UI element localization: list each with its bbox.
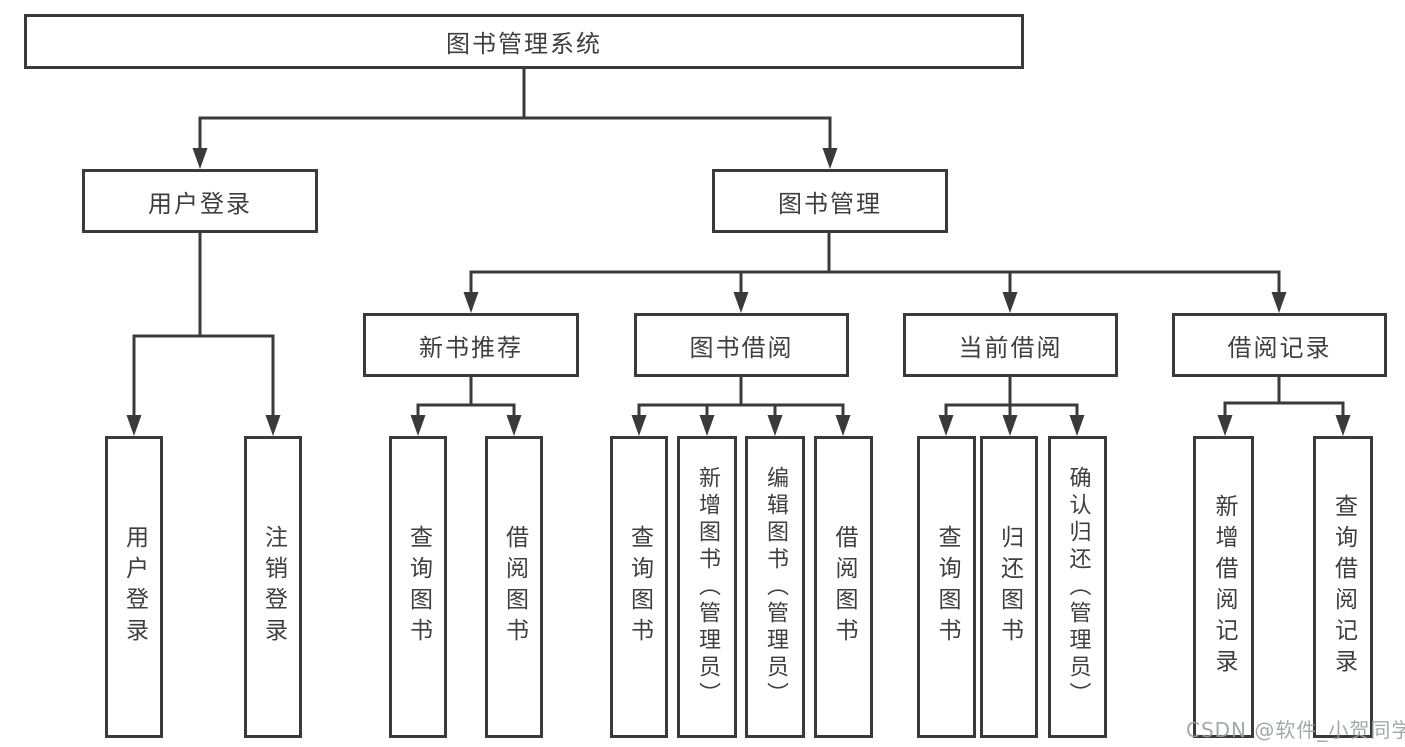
node-user-login-label: 用户登录	[148, 189, 252, 218]
arrow-down-icon	[699, 415, 715, 436]
node-current-borrowing: 当前借阅	[903, 313, 1118, 377]
node-root: 图书管理系统	[24, 14, 1024, 69]
leaf-query-books-3: 查询图书	[917, 436, 976, 738]
arrow-down-icon	[938, 415, 954, 436]
arrowheads	[126, 148, 1351, 436]
arrow-down-icon	[1271, 292, 1287, 313]
arrow-down-icon	[822, 148, 838, 169]
leaf-confirm-return-admin: 确认归还（管理员）	[1048, 436, 1107, 738]
arrow-down-icon	[1217, 415, 1233, 436]
leaf-add-book-admin-label: 新增图书（管理员）	[695, 465, 720, 709]
watermark: CSDN @软件_小贺同学	[1186, 718, 1405, 742]
leaf-query-books-3-label: 查询图书	[934, 525, 960, 649]
leaf-return-book: 归还图书	[980, 436, 1038, 738]
node-book-management: 图书管理	[712, 169, 948, 233]
arrow-down-icon	[463, 292, 479, 313]
node-current-borrowing-label: 当前借阅	[958, 333, 1063, 362]
arrow-down-icon	[265, 415, 281, 436]
leaf-borrow-books-1-label: 借阅图书	[501, 525, 528, 649]
node-borrowing-records: 借阅记录	[1172, 313, 1387, 377]
node-new-book-recommendation-label: 新书推荐	[419, 333, 523, 362]
arrow-down-icon	[126, 415, 142, 436]
arrow-down-icon	[1069, 415, 1085, 436]
arrow-down-icon	[631, 415, 647, 436]
leaf-query-borrow-record-label: 查询借阅记录	[1330, 494, 1357, 680]
connector-root-to-level2	[198, 69, 832, 152]
leaf-logout-label: 注销登录	[260, 525, 287, 649]
leaf-borrow-books-2-label: 借阅图书	[831, 525, 857, 649]
leaf-return-book-label: 归还图书	[996, 525, 1023, 649]
leaf-add-borrow-record: 新增借阅记录	[1193, 436, 1254, 738]
leaf-add-borrow-record-label: 新增借阅记录	[1211, 494, 1237, 680]
arrow-down-icon	[1002, 415, 1018, 436]
leaf-query-books-2: 查询图书	[610, 436, 668, 738]
node-new-book-recommendation: 新书推荐	[363, 313, 579, 377]
arrow-down-icon	[835, 415, 851, 436]
node-user-login: 用户登录	[82, 169, 318, 233]
node-root-label: 图书管理系统	[446, 30, 602, 58]
connector-user-login-branch	[132, 233, 275, 420]
leaf-user-login-label: 用户登录	[121, 525, 148, 649]
connector-borrow-records-branch	[1223, 377, 1345, 418]
node-borrowing-records-label: 借阅记录	[1227, 333, 1332, 362]
leaf-confirm-return-admin-label: 确认归还（管理员）	[1065, 465, 1091, 709]
leaf-edit-book-admin-label: 编辑图书（管理员）	[763, 465, 788, 709]
arrow-down-icon	[506, 415, 522, 436]
node-book-management-label: 图书管理	[778, 189, 882, 218]
leaf-query-books-1: 查询图书	[389, 436, 447, 738]
leaf-edit-book-admin: 编辑图书（管理员）	[745, 436, 805, 738]
arrow-down-icon	[410, 415, 426, 436]
leaf-query-books-2-label: 查询图书	[626, 525, 653, 649]
connector-book-management-branch	[469, 233, 1281, 298]
arrow-down-icon	[192, 148, 208, 169]
arrow-down-icon	[1002, 292, 1018, 313]
connector-current-borrow-branch	[944, 377, 1079, 420]
arrow-down-icon	[733, 292, 749, 313]
arrow-down-icon	[767, 415, 783, 436]
node-book-borrowing: 图书借阅	[634, 313, 849, 377]
leaf-user-login: 用户登录	[105, 436, 163, 738]
node-book-borrowing-label: 图书借阅	[689, 333, 794, 362]
connector-new-book-branch	[416, 377, 516, 420]
leaf-query-borrow-record: 查询借阅记录	[1313, 436, 1373, 738]
leaf-borrow-books-1: 借阅图书	[485, 436, 543, 738]
leaf-borrow-books-2: 借阅图书	[814, 436, 873, 738]
leaf-logout: 注销登录	[244, 436, 302, 738]
leaf-add-book-admin: 新增图书（管理员）	[677, 436, 737, 738]
arrow-down-icon	[1335, 415, 1351, 436]
leaf-query-books-1-label: 查询图书	[405, 525, 432, 649]
connector-book-borrow-branch	[637, 377, 845, 420]
